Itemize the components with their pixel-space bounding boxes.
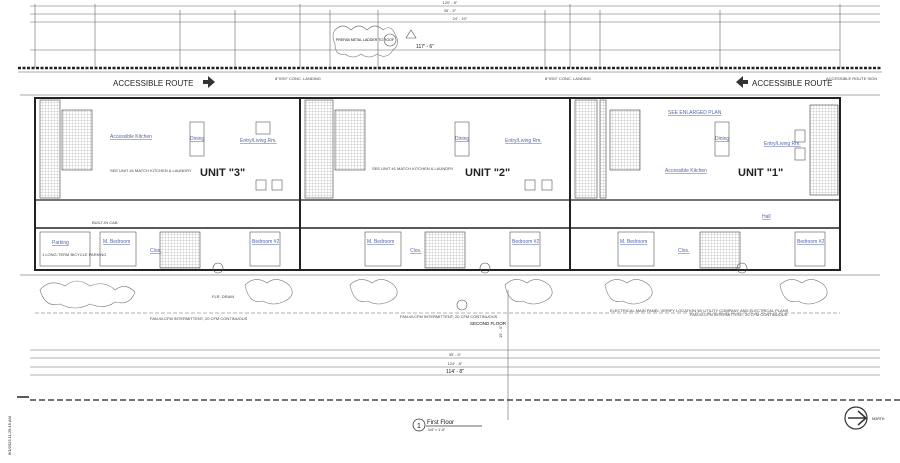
- fan-note-2: FAN-W-CFM INTERMITTENT, 20 CFM CONTINUOU…: [400, 314, 498, 319]
- dim-bottom-overall: 114' - 8": [446, 369, 464, 375]
- drawing-scale: 1/4" = 1'-0": [428, 428, 446, 432]
- floor-drain-note: FLR. DRAIN: [212, 294, 234, 299]
- unit3-living: Entry/Living Rm.: [240, 138, 277, 144]
- ladder-note: PREFAB METAL LADDER TO ROOF: [332, 25, 417, 58]
- unit-3-label: UNIT "3": [200, 167, 245, 179]
- unit1-bath-tile: [609, 109, 641, 171]
- unit1-hall: Hall: [762, 214, 771, 220]
- unit1-living: Entry/Living Rm.: [764, 141, 801, 147]
- arrow-right-icon: [203, 76, 215, 88]
- unit2-bedroom2: Bedroom #2: [512, 239, 539, 245]
- unit1-porch-tile: [809, 104, 839, 196]
- unit3-bedroom2: Bedroom #2: [252, 239, 279, 245]
- unit3-bath-tile-2: [159, 231, 201, 269]
- unit2-dining: Dining: [455, 136, 469, 142]
- view-number: 1: [417, 423, 421, 430]
- unit2-bath-tile-2: [424, 231, 466, 269]
- accessible-route-left: ACCESSIBLE ROUTE: [113, 79, 193, 88]
- built-in-cab: BUILT-IN CAB: [92, 220, 118, 225]
- unit1-see-enlarged: SEE ENLARGED PLAN: [668, 110, 722, 116]
- top-dimensions: 120' - 8" 35' - 5" 24' - 10" 117' - 6": [30, 0, 880, 68]
- unit1-kitchen: Accessible Kitchen: [665, 168, 707, 174]
- unit3-master: M. Bedroom: [103, 239, 130, 245]
- section-marker: [456, 299, 468, 311]
- fan-note-3: FAN-W-CFM INTERMITTENT, 20 CFM CONTINUOU…: [150, 316, 248, 321]
- bottom-dimensions: 35' - 5" 124' - 8" 114' - 8" 19' - 0": [30, 290, 880, 420]
- unit2-master: M. Bedroom: [367, 239, 394, 245]
- unit2-bath-tile: [334, 109, 366, 171]
- dim-bottom-mid: 35' - 5": [449, 352, 462, 357]
- unit1-bedroom2: Bedroom #2: [797, 239, 824, 245]
- unit1-master: M. Bedroom: [620, 239, 647, 245]
- unit3-closet: Clos.: [150, 248, 161, 254]
- unit2-closet: Clos.: [410, 248, 421, 254]
- unit3-see-unit: SEE UNIT #1 MATCH KITCHEN & LAUNDRY: [110, 168, 192, 173]
- plot-timestamp: 6/1/2023 11:29:15 AM: [7, 416, 12, 455]
- unit-1-label: UNIT "1": [738, 167, 783, 179]
- dim-bottom-total: 124' - 8": [448, 361, 463, 366]
- dim-top-segment: 24' - 10": [453, 16, 468, 21]
- dim-top-total: 120' - 8": [443, 0, 458, 5]
- unit3-dining: Dining: [190, 136, 204, 142]
- unit3-parking: Parking: [52, 240, 69, 246]
- arrow-left-icon: [736, 76, 748, 88]
- drawing-title: First Floor: [427, 420, 454, 426]
- unit2-see-unit: SEE UNIT #1 MATCH KITCHEN & LAUNDRY: [372, 166, 454, 171]
- fan-note-1: FAN-W-CFM INTERMITTENT, 20 CFM CONTINUOU…: [690, 312, 788, 317]
- dim-top-mid: 35' - 5": [444, 8, 457, 13]
- unit2-living: Entry/Living Rm.: [505, 138, 542, 144]
- dim-top-overall: 117' - 6": [416, 44, 434, 50]
- landscape-clouds: [35, 279, 840, 314]
- accessible-route-right: ACCESSIBLE ROUTE: [752, 79, 832, 88]
- second-floor-note: SECOND FLOOR: [470, 321, 507, 326]
- ladder-text: PREFAB METAL LADDER TO ROOF: [336, 38, 394, 42]
- unit1-bath-tile-2: [699, 231, 741, 269]
- dim-side: 19' - 0": [498, 325, 503, 338]
- unit1-dining: Dining: [715, 136, 729, 142]
- unit-2-label: UNIT "2": [465, 167, 510, 179]
- electrical-note: ELECTRICAL MAIN PANEL VERIFY LOCATION W/…: [610, 308, 789, 313]
- building-walls: [20, 94, 880, 276]
- landing-note: 8"X5'0" CONC. LANDING: [275, 76, 321, 81]
- accessible-route-sign: ACCESSIBLE ROUTE SIGN: [826, 76, 877, 81]
- unit3-bath-tile: [61, 109, 93, 171]
- north-arrow-icon: NORTH: [844, 406, 885, 430]
- unit1-closet: Clos.: [678, 248, 689, 254]
- parking-note: 1 LONG-TERM BICYCLE PARKING: [42, 252, 106, 257]
- north-label: NORTH: [872, 417, 885, 421]
- landing-note-2: 8"X5'0" CONC. LANDING: [545, 76, 591, 81]
- furniture: [39, 121, 826, 274]
- unit3-kitchen: Accessible Kitchen: [110, 134, 152, 140]
- stairs: [39, 99, 607, 199]
- view-title: 1 First Floor 1/4" = 1'-0": [412, 418, 482, 432]
